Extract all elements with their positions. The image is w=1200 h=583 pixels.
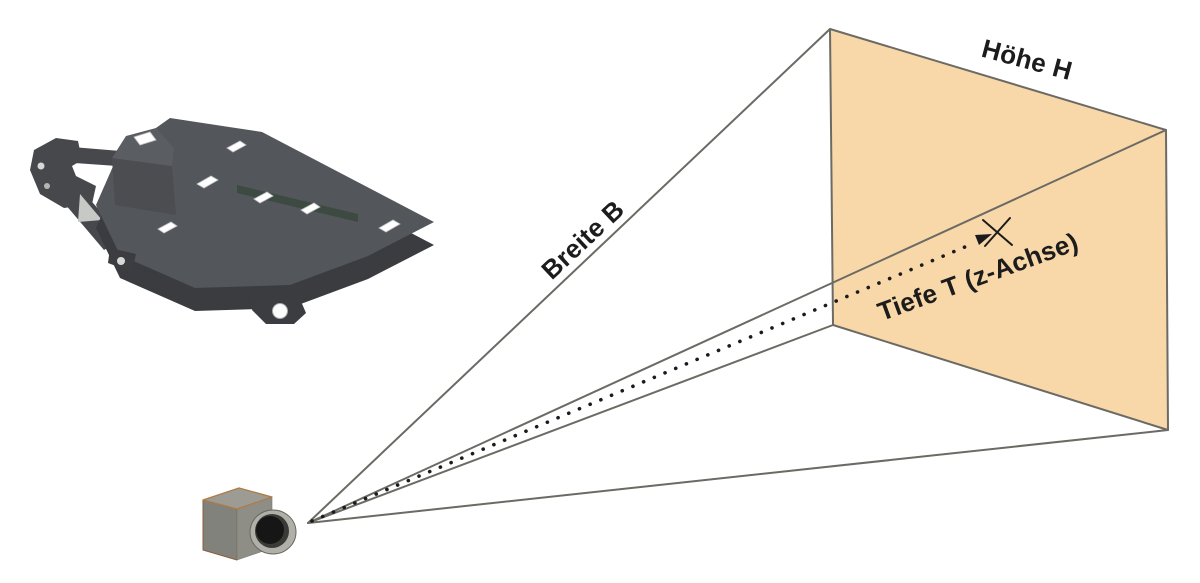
boss-front-face xyxy=(112,158,176,215)
boss-top-face xyxy=(112,128,174,166)
frustum-edge-top-right xyxy=(307,129,1167,524)
arm-hole xyxy=(44,183,50,189)
camera-body-top-face xyxy=(202,487,273,510)
mount-slot xyxy=(300,202,321,215)
frustum-edge-bottom-right xyxy=(307,429,1169,524)
frustum-edge-width xyxy=(307,28,831,524)
arrowhead-right-icon xyxy=(975,234,992,245)
boss-slot xyxy=(133,131,157,146)
x-cross-marker-icon xyxy=(982,217,1013,247)
mount-slot xyxy=(196,175,219,189)
view-frustum xyxy=(307,28,1169,524)
camera-body-left-face xyxy=(202,499,238,561)
arm-hole xyxy=(37,162,45,170)
mount-slot xyxy=(253,191,274,204)
camera-3d-illustration xyxy=(202,487,297,561)
depth-axis xyxy=(310,217,1013,523)
mount-slot xyxy=(157,221,178,234)
depth-axis-dotted-line xyxy=(310,242,974,523)
frustum-edge-bottom-left xyxy=(307,324,834,524)
camera-lens-aperture xyxy=(256,516,284,544)
plate-top-surface xyxy=(96,118,434,288)
mounting-plate-3d-illustration xyxy=(30,118,434,324)
mount-slot xyxy=(226,140,247,153)
mount-slot xyxy=(378,219,401,233)
ear-hole xyxy=(117,257,125,265)
strut-opening xyxy=(78,194,102,222)
tab-hole xyxy=(272,303,288,319)
